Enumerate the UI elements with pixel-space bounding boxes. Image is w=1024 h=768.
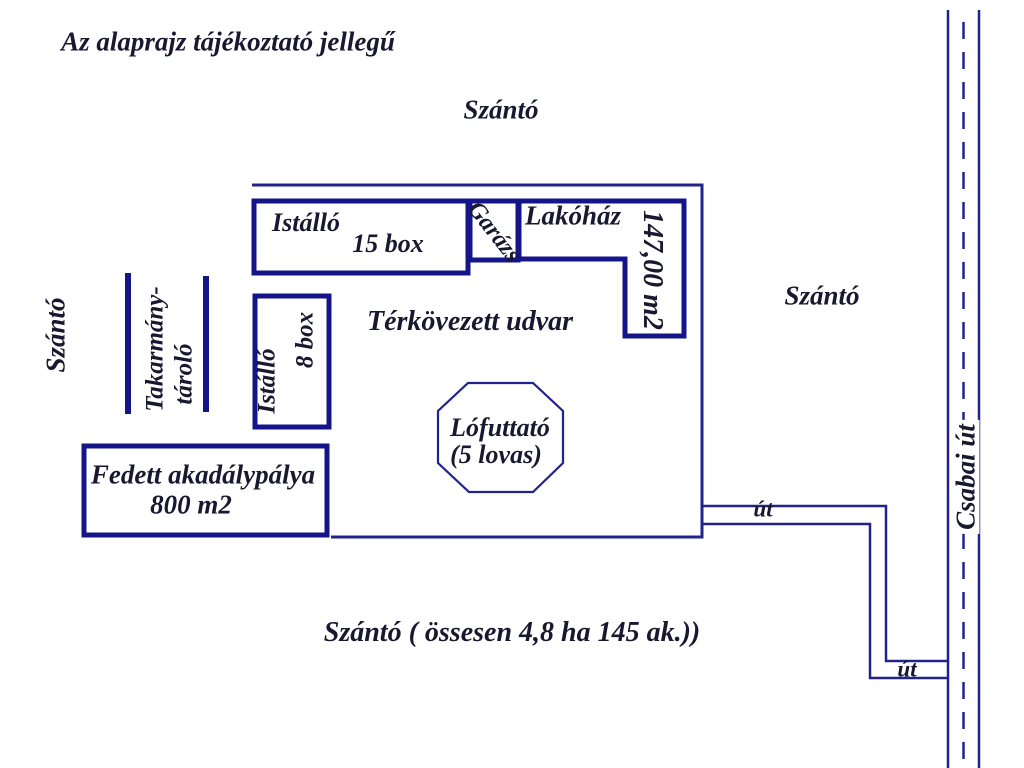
horse-run-label-line1: Lófuttató — [450, 413, 550, 442]
feed-storage-label-line1: Takarmány- — [141, 286, 169, 412]
road-edge-lower — [702, 522, 948, 680]
road-lower-label: út — [897, 656, 917, 682]
szanto-label-right: Szántó — [784, 280, 860, 311]
horse-run-label-line2: (5 lovas) — [450, 440, 542, 469]
feed-storage-label-line2: tároló — [170, 343, 198, 405]
szanto-label-bottom: Szántó ( össesen 4,8 ha 145 ak.)) — [323, 617, 701, 648]
road-edge-upper — [702, 504, 948, 663]
stable15-capacity-label: 15 box — [352, 229, 424, 258]
stable15-name-label: Istálló — [272, 208, 340, 237]
csabai-road-label: Csabai út — [951, 420, 981, 534]
road-upper-label: út — [753, 496, 773, 522]
covered-course-label-line1: Fedett akadálypálya — [90, 459, 316, 490]
szanto-label-left: Szántó — [40, 297, 71, 373]
horse-run-outline — [436, 381, 565, 494]
plan-note: Az alaprajz tájékoztató jellegű — [61, 26, 395, 57]
house-label: Lakóház — [524, 200, 622, 231]
house-area-label: 147,00 m2 — [637, 210, 668, 330]
covered-course-label-line2: 800 m2 — [150, 489, 232, 520]
property-boundary — [252, 183, 704, 539]
szanto-label-top: Szántó — [463, 94, 539, 125]
courtyard-label: Térkövezett udvar — [366, 306, 574, 337]
stable8-name-label: Istálló — [253, 348, 281, 414]
house-outline — [516, 198, 687, 339]
stable8-capacity-label: 8 box — [291, 311, 319, 369]
covered-course-outline — [81, 443, 330, 538]
stable8-outline — [252, 293, 332, 430]
